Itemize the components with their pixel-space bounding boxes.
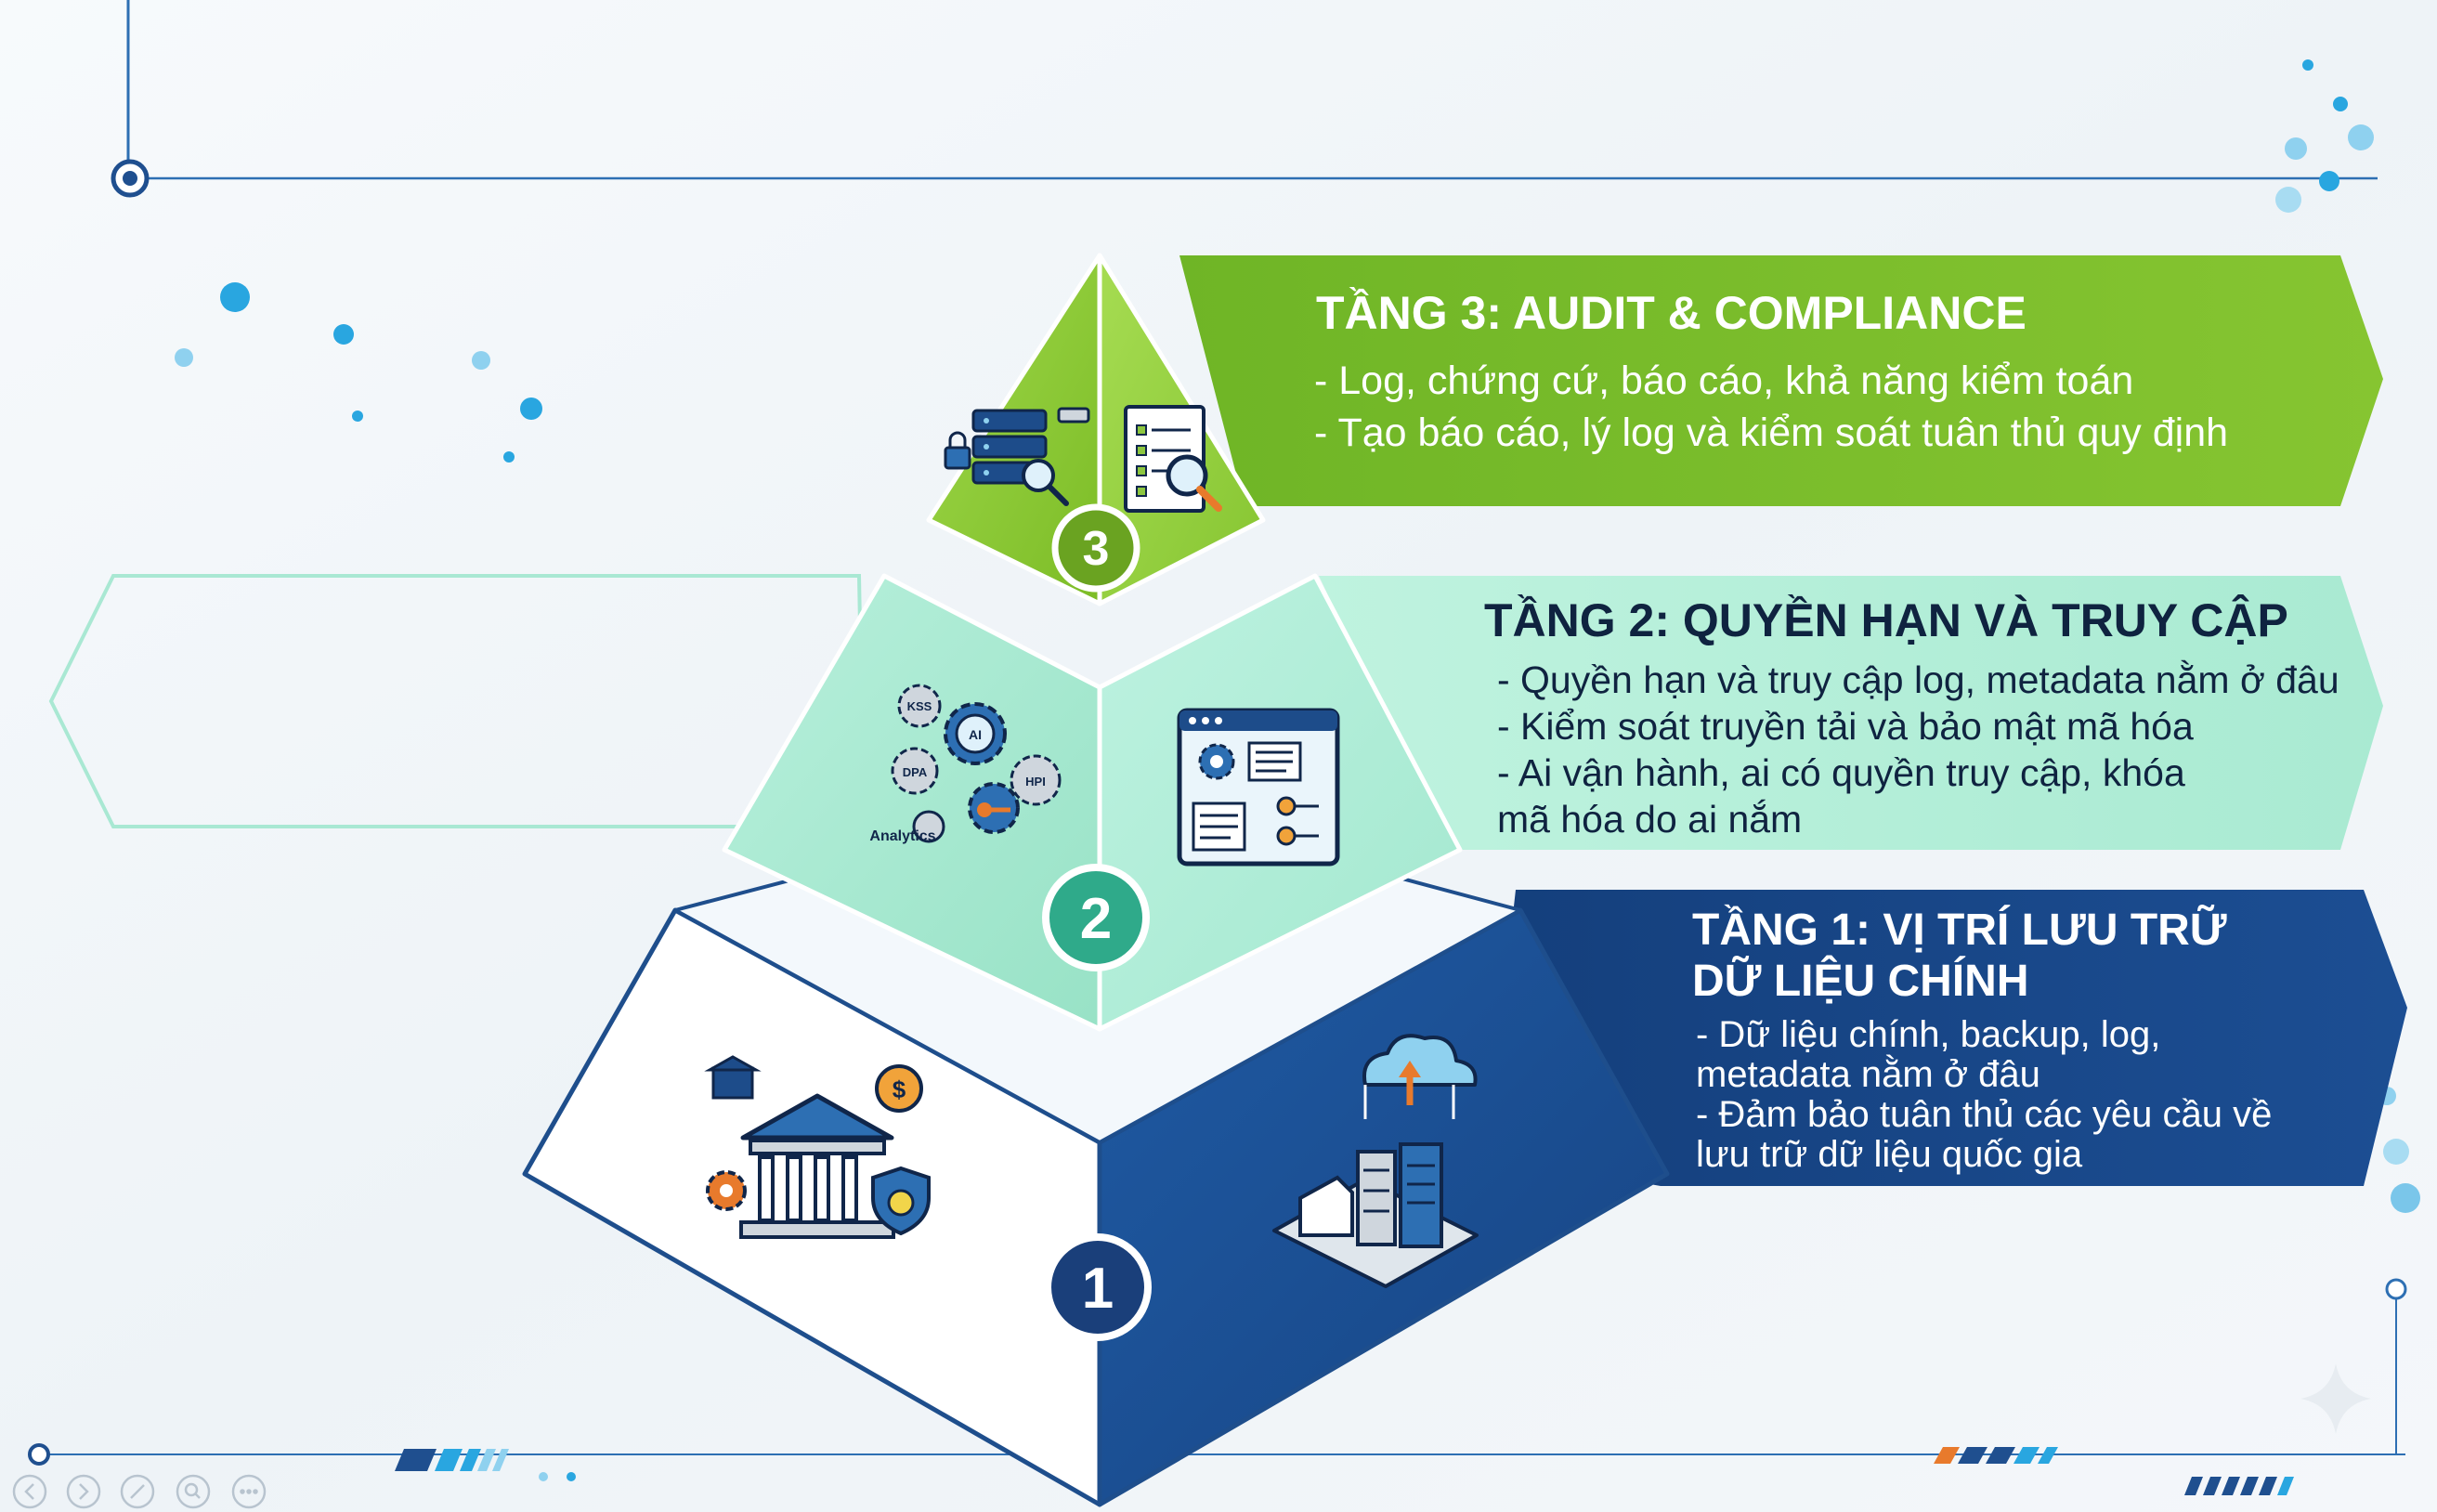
tier2-title: TẦNG 2: QUYỀN HẠN VÀ TRUY CẬP bbox=[1484, 594, 2288, 646]
svg-text:$: $ bbox=[893, 1075, 906, 1103]
access-control-window-icon bbox=[1177, 708, 1340, 867]
decorative-dots bbox=[175, 59, 2420, 1481]
cloud-datacenter-icon bbox=[1272, 1034, 1479, 1288]
tier2-line-4: mã hóa do ai nắm bbox=[1497, 798, 1802, 841]
tier2-line-2: - Kiểm soát truyền tải và bảo mật mã hóa bbox=[1497, 705, 2194, 748]
gear-label-dpa: DPA bbox=[903, 765, 928, 779]
bank-icon: $ bbox=[704, 1055, 931, 1239]
server-lock-icon bbox=[944, 407, 1090, 506]
gears-analytics-icon: KSS DPA AI HPI Analytics bbox=[869, 684, 1062, 844]
svg-text:3: 3 bbox=[1083, 522, 1110, 576]
gear-label-ai: AI bbox=[969, 727, 982, 742]
next-slide-button[interactable] bbox=[66, 1474, 101, 1509]
tier3-title: TẦNG 3: AUDIT & COMPLIANCE bbox=[1316, 287, 2026, 339]
tier2-panel bbox=[1319, 576, 2383, 850]
tier2-line-3: - Ai vận hành, ai có quyền truy cập, khó… bbox=[1497, 751, 2185, 794]
gear-label-kss: KSS bbox=[907, 699, 932, 713]
zoom-button[interactable] bbox=[176, 1474, 211, 1509]
prev-slide-button[interactable] bbox=[12, 1474, 47, 1509]
tier1-line-3: - Đảm bảo tuân thủ các yêu cầu về bbox=[1696, 1094, 2272, 1135]
tier3-number-badge: 3 bbox=[1051, 503, 1140, 593]
more-options-button[interactable] bbox=[231, 1474, 267, 1509]
sparkle-icon bbox=[2300, 1363, 2371, 1434]
tier2-line-1: - Quyền hạn và truy cập log, metadata nằ… bbox=[1497, 658, 2339, 701]
tier1-line-1: - Dữ liệu chính, backup, log, bbox=[1696, 1014, 2160, 1055]
tier2-number-badge: 2 bbox=[1042, 864, 1150, 971]
tier1-title-line-2: DỮ LIỆU CHÍNH bbox=[1692, 955, 2028, 1006]
tier1-line-4: lưu trữ dữ liệu quốc gia bbox=[1696, 1134, 2083, 1175]
tier1-line-2: metadata nằm ở đâu bbox=[1696, 1053, 2040, 1095]
pen-tool-button[interactable] bbox=[120, 1474, 155, 1509]
svg-text:2: 2 bbox=[1080, 887, 1112, 951]
slide-controls[interactable] bbox=[12, 1474, 267, 1509]
report-search-icon bbox=[1124, 405, 1222, 513]
tier1-number-badge: 1 bbox=[1044, 1233, 1152, 1341]
tier1-panel bbox=[1486, 890, 2407, 1186]
tier3-line-2: - Tạo báo cáo, lý log và kiểm soát tuân … bbox=[1314, 411, 2228, 455]
tier2-left-outline bbox=[48, 574, 867, 828]
svg-text:1: 1 bbox=[1082, 1257, 1114, 1321]
stripe-decoration bbox=[395, 1447, 2294, 1495]
tier1-title-line-1: TẦNG 1: VỊ TRÍ LƯU TRỮ bbox=[1692, 904, 2227, 955]
gear-label-analytics: Analytics bbox=[869, 828, 935, 844]
tier3-panel bbox=[1179, 255, 2383, 506]
frame-node-icon bbox=[28, 159, 2407, 1466]
tier3-line-1: - Log, chứng cứ, báo cáo, khả năng kiểm … bbox=[1314, 358, 2133, 403]
gear-label-hpi: HPI bbox=[1025, 775, 1046, 789]
